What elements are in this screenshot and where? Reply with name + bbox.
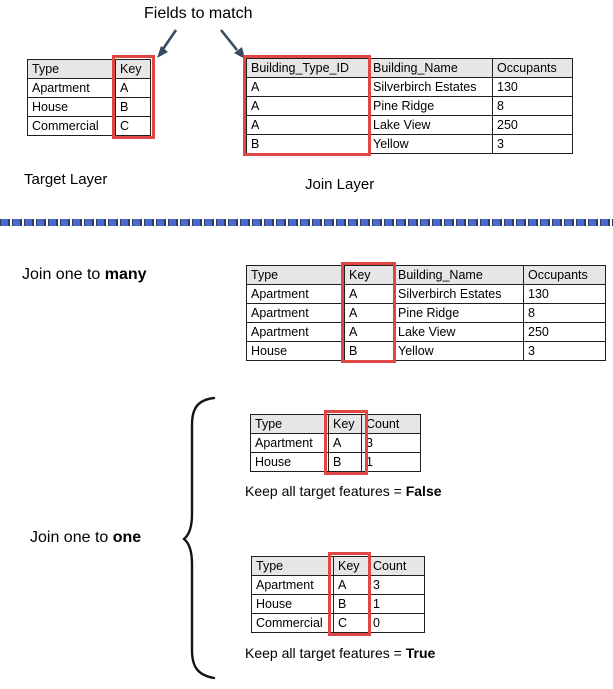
table-cell: House <box>250 452 329 472</box>
table-cell: B <box>328 452 362 472</box>
column-header: Occupants <box>523 265 606 285</box>
key-column-highlight <box>324 410 368 475</box>
table-cell: 130 <box>492 77 573 97</box>
table-cell: House <box>246 341 345 361</box>
table-cell: Apartment <box>246 322 345 342</box>
fields-to-match-title: Fields to match <box>144 5 253 22</box>
key-column-highlight <box>112 55 155 139</box>
table-cell: Silverbirch Estates <box>393 284 524 304</box>
column-header: Type <box>251 556 334 576</box>
column-header: Key <box>328 414 362 434</box>
label-text: Join one to <box>22 266 105 283</box>
table-cell: Apartment <box>246 284 345 304</box>
table-cell: House <box>27 97 116 117</box>
join-layer-label: Join Layer <box>305 176 375 193</box>
table-cell: 3 <box>523 341 606 361</box>
curly-brace-icon <box>182 396 216 680</box>
join-one-to-one-label: Join one to one <box>30 529 141 547</box>
section-divider <box>0 219 613 226</box>
table-cell: Apartment <box>251 575 334 595</box>
column-header: Key <box>333 556 369 576</box>
column-header: Type <box>246 265 345 285</box>
label-bold-text: many <box>104 266 147 283</box>
column-header: Type <box>27 59 116 79</box>
table-cell: House <box>251 594 334 614</box>
table-cell: Commercial <box>27 116 116 136</box>
column-header: Occupants <box>492 58 573 78</box>
column-header: Building_Name <box>368 58 493 78</box>
join-one-to-many-label: Join one to many <box>22 266 147 284</box>
table-cell: 3 <box>361 433 421 453</box>
keep-false-caption: Keep all target features = False <box>245 483 442 499</box>
table-cell: 250 <box>523 322 606 342</box>
fields-to-match-arrow-right-icon <box>219 29 245 59</box>
key-column-highlight <box>243 55 371 156</box>
table-cell: 250 <box>492 115 573 135</box>
column-header: Building_Name <box>393 265 524 285</box>
table-cell: Lake View <box>368 115 493 135</box>
target-layer-label: Target Layer <box>24 171 108 188</box>
caption-text: Keep all target features = <box>245 483 406 499</box>
table-cell: Pine Ridge <box>393 303 524 323</box>
caption-text: Keep all target features = <box>245 645 406 661</box>
key-column-highlight <box>328 552 371 636</box>
caption-bold-text: True <box>405 645 436 661</box>
table-cell: 0 <box>368 613 425 633</box>
table-cell: 3 <box>368 575 425 595</box>
keep-true-caption: Keep all target features = True <box>245 645 435 661</box>
table-cell: C <box>333 613 369 633</box>
table-cell: Yellow <box>368 134 493 154</box>
table-cell: Commercial <box>251 613 334 633</box>
table-cell: Silverbirch Estates <box>368 77 493 97</box>
caption-bold-text: False <box>405 483 442 499</box>
fields-to-match-arrow-left-icon <box>157 29 178 58</box>
label-text: Join one to <box>30 529 113 546</box>
table-cell: Apartment <box>246 303 345 323</box>
table-cell: Pine Ridge <box>368 96 493 116</box>
table-cell: Yellow <box>393 341 524 361</box>
table-cell: Apartment <box>27 78 116 98</box>
table-cell: 3 <box>492 134 573 154</box>
column-header: Count <box>368 556 425 576</box>
key-column-highlight <box>341 262 396 363</box>
column-header: Count <box>361 414 421 434</box>
label-bold-text: one <box>112 529 142 546</box>
table-cell: 1 <box>368 594 425 614</box>
table-cell: C <box>115 116 151 136</box>
table-cell: 8 <box>492 96 573 116</box>
table-cell: 8 <box>523 303 606 323</box>
table-cell: 130 <box>523 284 606 304</box>
table-cell: 1 <box>361 452 421 472</box>
column-header: Building_Type_ID <box>246 58 369 78</box>
column-header: Type <box>250 414 329 434</box>
table-cell: Apartment <box>250 433 329 453</box>
table-cell: Lake View <box>393 322 524 342</box>
